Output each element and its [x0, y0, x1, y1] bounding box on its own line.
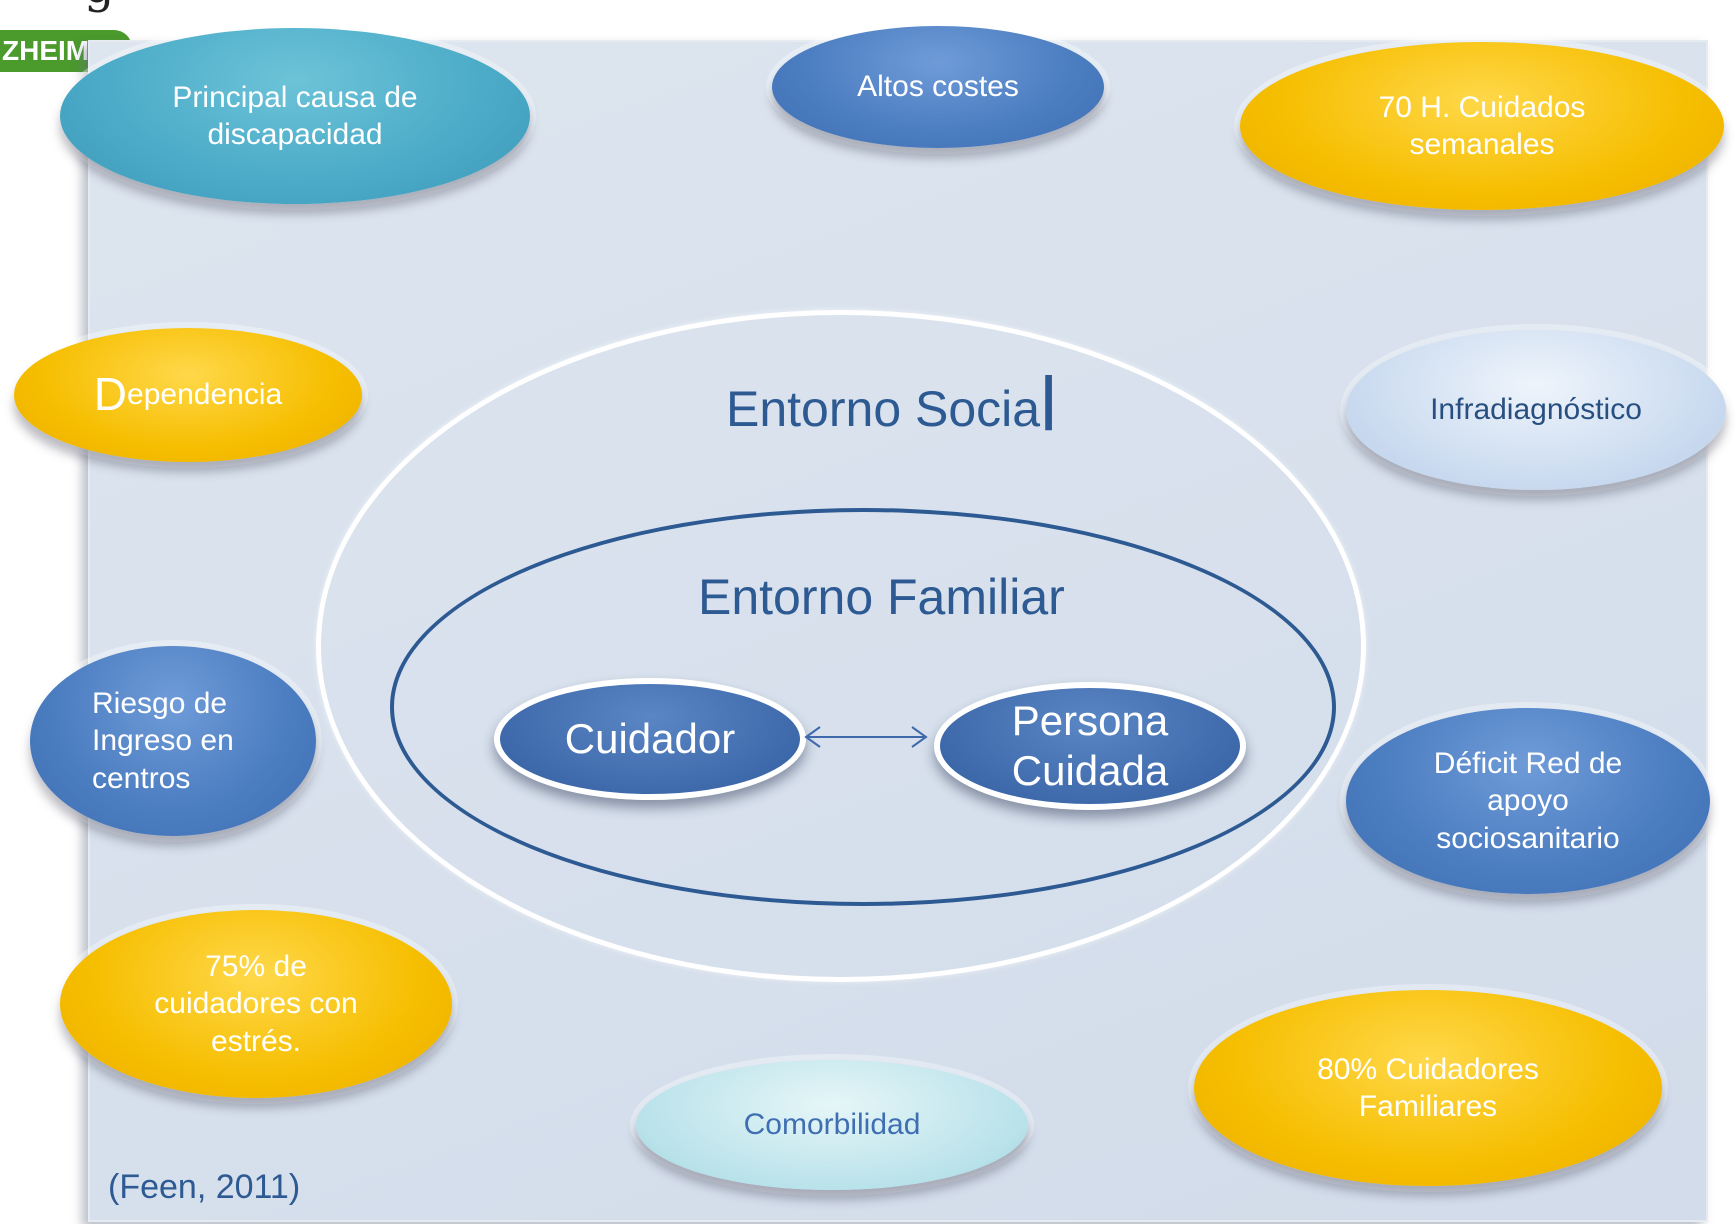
bubble-horas-cuidados-text: 70 H. Cuidados semanales — [1378, 90, 1586, 162]
label-entorno-familiar: Entorno Familiar — [698, 569, 1065, 625]
bubble-deficit-red: Déficit Red de apoyo sociosanitario — [1346, 708, 1710, 894]
bubble-altos-costes: Altos costes — [772, 26, 1104, 148]
bubble-dependencia-initial: D — [93, 368, 128, 421]
bubble-infradiagnostico: Infradiagnóstico — [1346, 330, 1726, 490]
bubble-cuidadores-familiares: 80% Cuidadores Familiares — [1194, 990, 1662, 1186]
bubble-riesgo-ingreso: Riesgo de Ingreso en centros — [30, 646, 316, 836]
oval-entorno-familiar — [390, 508, 1336, 906]
bubble-infradiagnostico-text: Infradiagnóstico — [1430, 393, 1642, 427]
bubble-cuidadores-estres: 75% de cuidadores con estrés. — [60, 910, 452, 1098]
node-persona-cuidada-text: Persona Cuidada — [1011, 696, 1169, 794]
logo-script-glyph: g — [84, 0, 164, 10]
label-entorno-social-text: Entorno Socia — [726, 381, 1041, 437]
bubble-principal-causa-text: Principal causa de discapacidad — [172, 80, 418, 152]
bubble-horas-cuidados: 70 H. Cuidados semanales — [1240, 42, 1724, 210]
bubble-deficit-red-text: Déficit Red de apoyo sociosanitario — [1433, 746, 1623, 855]
node-cuidador: Cuidador — [494, 678, 806, 800]
node-cuidador-text: Cuidador — [564, 714, 736, 762]
bubble-principal-causa: Principal causa de discapacidad — [60, 28, 530, 204]
bubble-altos-costes-text: Altos costes — [857, 70, 1019, 104]
oval-entorno-social — [316, 310, 1366, 982]
bubble-comorbilidad: Comorbilidad — [636, 1060, 1028, 1190]
label-entorno-social: Entorno Social — [726, 367, 1066, 445]
double-arrow-connector — [804, 726, 928, 748]
bubble-cuidadores-estres-text: 75% de cuidadores con estrés. — [154, 949, 358, 1058]
bubble-comorbilidad-text: Comorbilidad — [743, 1108, 921, 1142]
bubble-riesgo-ingreso-text: Riesgo de Ingreso en centros — [92, 686, 234, 795]
bubble-dependencia-text: ependencia — [127, 378, 283, 412]
citation: (Feen, 2011) — [108, 1168, 301, 1206]
label-entorno-social-tail: l — [1040, 362, 1057, 447]
node-persona-cuidada: Persona Cuidada — [934, 682, 1246, 810]
bubble-cuidadores-familiares-text: 80% Cuidadores Familiares — [1317, 1052, 1539, 1124]
